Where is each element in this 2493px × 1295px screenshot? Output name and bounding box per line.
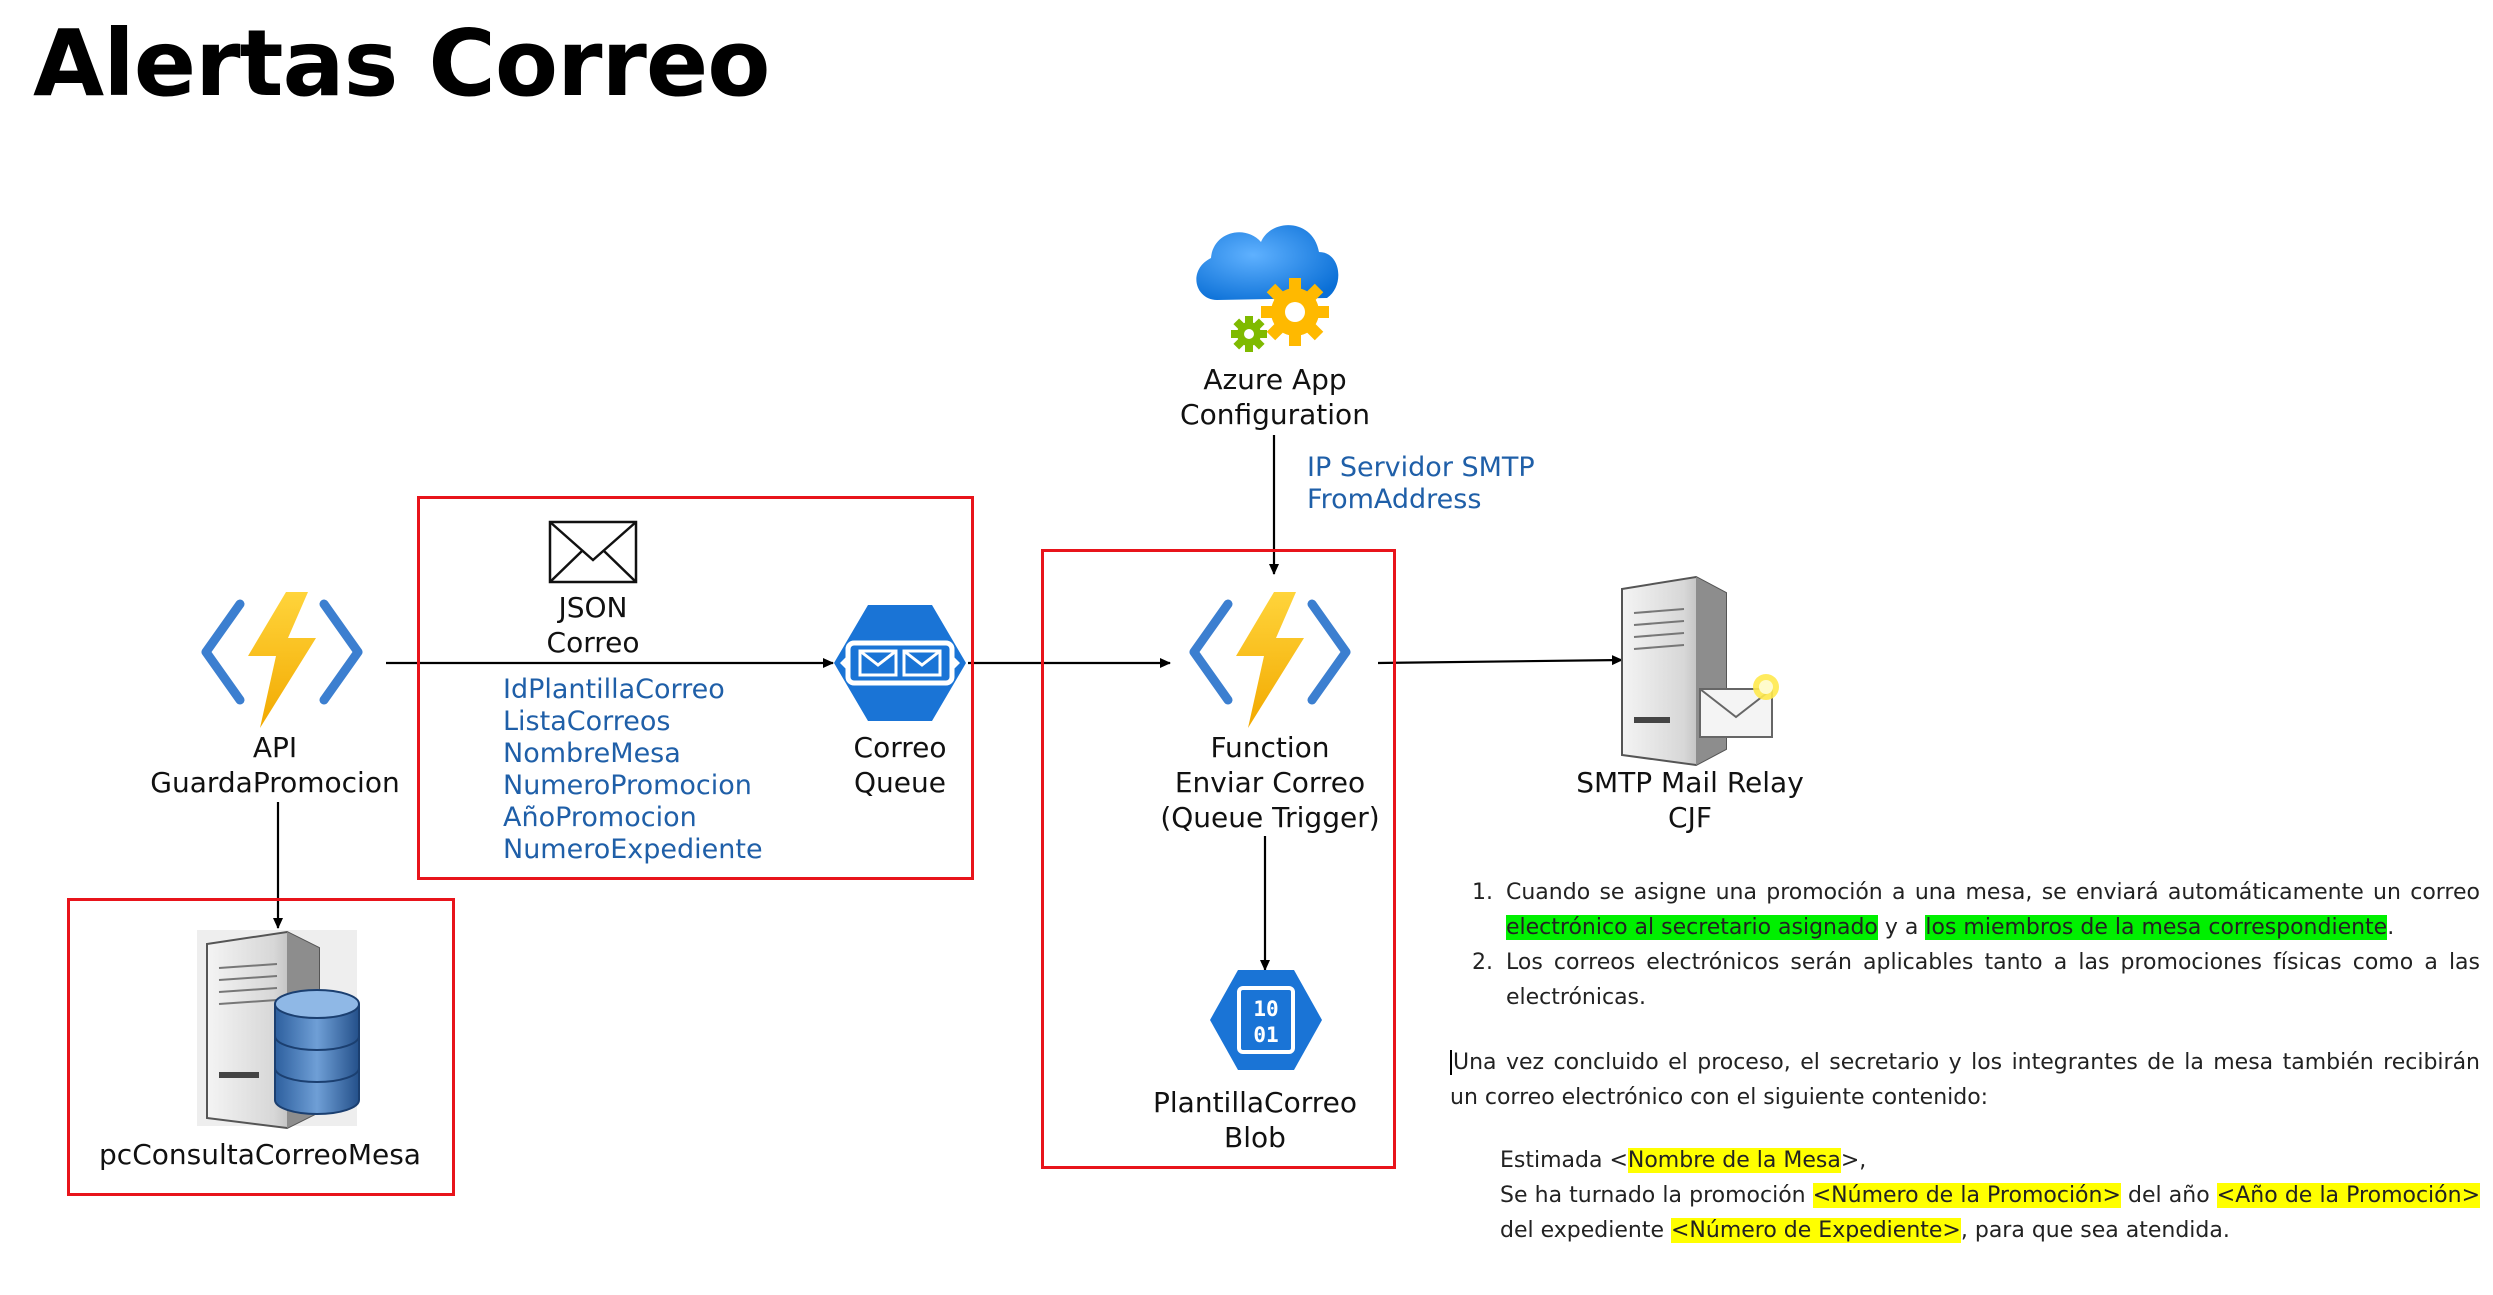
page-title: Alertas Correo [33,10,770,117]
json-field: NumeroPromocion [503,770,752,801]
db-label: pcConsultaCorreoMesa [80,1137,440,1172]
flow-arrows [273,435,1623,971]
note-1-text-a: Cuando se asigne una promoción a una mes… [1506,880,2480,905]
function-icon [1189,592,1351,728]
json-field: NumeroExpediente [503,834,763,865]
email-l1-highlight: Nombre de la Mesa [1627,1148,1841,1173]
function-blob-group-box [1041,549,1396,1169]
db-label-text: pcConsultaCorreoMesa [99,1138,421,1171]
message-queue-group-box [417,496,974,880]
smtp-label: SMTP Mail Relay CJF [1540,765,1840,835]
database-server-icon [197,930,360,1130]
smtp-label-line1: SMTP Mail Relay [1576,766,1804,799]
email-l2-text-c: del expediente [1500,1218,1671,1243]
email-line-2: Se ha turnado la promoción <Número de la… [1500,1178,2481,1248]
json-label-line1: JSON [558,591,628,624]
note-1-highlight-secretario: electrónico al secretario asignado [1506,915,1878,940]
json-label-line2: Correo [546,626,640,659]
arrow-function-to-smtp [1377,655,1623,666]
database-group-box [67,898,455,1196]
email-l2-text-d: , para que sea atendida. [1960,1218,2230,1243]
notes-list: Cuando se asigne una promoción a una mes… [1450,875,2480,1015]
note-2-text: Los correos electrónicos serán aplicable… [1506,950,2480,1010]
app-config-label-line1: Azure App [1203,363,1347,396]
queue-label: Correo Queue [830,730,970,800]
function-label-line2: Enviar Correo [1174,766,1366,799]
email-l2-text-a: Se ha turnado la promoción [1500,1183,1813,1208]
json-correo-label: JSON Correo [523,590,663,660]
email-line-1: Estimada <Nombre de la Mesa>, [1500,1143,2480,1178]
app-config-label: Azure App Configuration [1150,362,1400,432]
blob-label: PlantillaCorreo Blob [1130,1085,1380,1155]
json-field: IdPlantillaCorreo [503,674,725,705]
queue-label-line2: Queue [854,766,946,799]
queue-label-line1: Correo [853,731,947,764]
function-label-line1: Function [1210,731,1330,764]
config-fields-list: IP Servidor SMTP FromAddress [1307,452,1535,516]
note-item-1: Cuando se asigne una promoción a una mes… [1500,875,2480,945]
json-field: ListaCorreos [503,706,671,737]
blob-icon-bits-top: 10 [1253,997,1278,1021]
app-config-label-line2: Configuration [1180,398,1370,431]
email-l2-highlight-expediente: <Número de Expediente> [1670,1218,1961,1243]
config-field: FromAddress [1307,484,1482,515]
email-l1-text-b: >, [1840,1148,1867,1173]
smtp-label-line2: CJF [1668,801,1712,834]
email-l2-highlight-anio: <Año de la Promoción> [2216,1183,2481,1208]
api-label: API GuardaPromocion [140,730,410,800]
azure-app-configuration-icon [1196,225,1339,352]
smtp-server-icon [1621,575,1779,767]
blob-icon-bits-bottom: 01 [1253,1023,1278,1047]
config-field: IP Servidor SMTP [1307,452,1535,483]
note-1-highlight-miembros: los miembros de la mesa correspondiente [1925,915,2388,940]
notes-paragraph-text: Una vez concluido el proceso, el secreta… [1450,1050,2480,1110]
mail-envelope-icon [1699,674,1779,738]
function-label: Function Enviar Correo (Queue Trigger) [1130,730,1410,835]
queue-icon [834,605,966,721]
email-template: Estimada <Nombre de la Mesa>, Se ha turn… [1450,1143,2481,1248]
note-item-2: Los correos electrónicos serán aplicable… [1500,945,2480,1015]
json-field: AñoPromocion [503,802,697,833]
api-label-line1: API [252,731,298,764]
json-fields-list: IdPlantillaCorreo ListaCorreos NombreMes… [503,674,763,866]
api-label-line2: GuardaPromocion [150,766,400,799]
function-label-line3: (Queue Trigger) [1160,801,1380,834]
envelope-icon [548,520,638,584]
notes-panel: Cuando se asigne una promoción a una mes… [1450,875,2481,1248]
email-l2-text-b: del año [2120,1183,2217,1208]
email-l1-text-a: Estimada < [1500,1148,1628,1173]
json-field: NombreMesa [503,738,681,769]
email-l2-highlight-numero: <Número de la Promoción> [1812,1183,2121,1208]
blob-label-line1: PlantillaCorreo [1153,1086,1357,1119]
blob-icon: 10 01 [1210,970,1322,1070]
api-function-icon [201,592,363,728]
blob-label-line2: Blob [1224,1121,1286,1154]
text-cursor [1450,1050,1452,1075]
note-1-text-c: . [2387,915,2395,940]
notes-paragraph: Una vez concluido el proceso, el secreta… [1450,1045,2480,1115]
note-1-text-b: y a [1877,915,1926,940]
